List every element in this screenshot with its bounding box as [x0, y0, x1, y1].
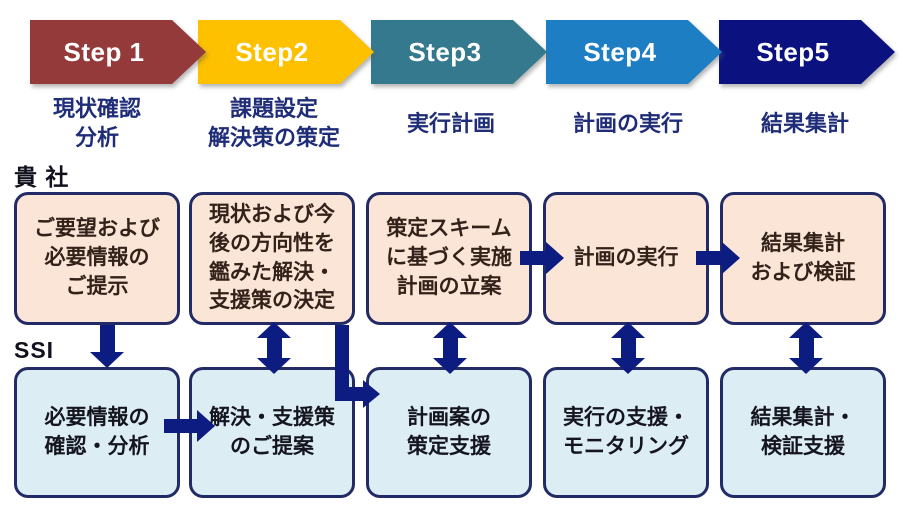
step-arrow-5-shape: Step5 — [719, 20, 895, 84]
right-arrow-company-3-4-head — [546, 242, 564, 274]
up-down-arrow-col5-shaft — [798, 338, 814, 358]
ssi-box-3: 計画案の 策定支援 — [366, 367, 532, 498]
up-down-arrow-col4 — [611, 322, 645, 374]
up-down-arrow-col2-uphead — [257, 322, 291, 338]
company-box-4: 計画の実行 — [543, 192, 709, 325]
step-arrow-2: Step2 — [198, 20, 374, 84]
up-down-arrow-col4-shaft — [620, 338, 636, 358]
right-arrow-company-3-4 — [520, 242, 564, 274]
up-down-arrow-col2-downhead — [257, 358, 291, 374]
up-down-arrow-col3 — [433, 322, 467, 374]
company-box-3: 策定スキーム に基づく実施 計画の立案 — [366, 192, 532, 325]
up-down-arrow-col4-downhead — [611, 358, 645, 374]
company-box-1: ご要望および 必要情報の ご提示 — [14, 192, 180, 325]
up-down-arrow-col2 — [257, 322, 291, 374]
up-down-arrow-col5 — [789, 322, 823, 374]
down-arrow-col1-shaft — [99, 325, 115, 352]
step-arrow-1-label: Step 1 — [63, 36, 145, 67]
right-arrow-company-4-5-head — [722, 242, 740, 274]
step-arrow-1-shape: Step 1 — [30, 20, 206, 84]
right-arrow-company-4-5-shaft — [696, 251, 722, 265]
up-down-arrow-col4-uphead — [611, 322, 645, 338]
company-box-5: 結果集計 および検証 — [720, 192, 886, 325]
step-3-sublabel: 実行計画 — [406, 110, 495, 136]
step-arrow-3-label: Step3 — [408, 36, 482, 67]
company-row-label: 貴 社 — [14, 164, 70, 190]
step-5-sublabel: 結果集計 — [760, 110, 849, 136]
right-arrow-ssi-1-2 — [164, 410, 215, 442]
elbow-arrow-horizontal-segment — [335, 387, 363, 401]
step-arrow-4-label: Step4 — [583, 36, 657, 67]
right-arrow-ssi-1-2-head — [197, 410, 215, 442]
up-down-arrow-col3-uphead — [433, 322, 467, 338]
down-arrow-col1 — [90, 325, 124, 368]
elbow-arrow-vertical-segment — [335, 325, 349, 401]
ssi-box-4: 実行の支援・ モニタリング — [543, 367, 709, 498]
step-4-sublabel: 計画の実行 — [572, 110, 683, 136]
step-arrow-2-shape: Step2 — [198, 20, 374, 84]
up-down-arrow-col3-shaft — [442, 338, 458, 358]
ssi-box-5: 結果集計・ 検証支援 — [720, 367, 886, 498]
down-arrow-col1-head — [90, 352, 124, 368]
elbow-arrow-head — [363, 380, 380, 408]
ssi-row-label: SSI — [14, 337, 55, 363]
up-down-arrow-col5-uphead — [789, 322, 823, 338]
company-box-2: 現状および今 後の方向性を 鑑みた解決・ 支援策の決定 — [189, 192, 355, 325]
up-down-arrow-col5-downhead — [789, 358, 823, 374]
right-arrow-ssi-1-2-shaft — [164, 419, 197, 433]
ssi-box-2: 解決・支援策 のご提案 — [189, 367, 355, 498]
step-arrow-1: Step 1 — [30, 20, 206, 84]
up-down-arrow-col2-shaft — [266, 338, 282, 358]
step-arrow-3-shape: Step3 — [371, 20, 547, 84]
step-arrow-5: Step5 — [719, 20, 895, 84]
step-arrow-5-label: Step5 — [756, 36, 830, 67]
step-arrow-4-shape: Step4 — [546, 20, 722, 84]
right-arrow-company-3-4-shaft — [520, 251, 546, 265]
step-arrow-2-label: Step2 — [235, 36, 309, 67]
step-1-sublabel: 現状確認 分析 — [52, 96, 141, 150]
step-arrow-3: Step3 — [371, 20, 547, 84]
right-arrow-company-4-5 — [696, 242, 740, 274]
step-2-sublabel: 課題設定 解決策の策定 — [207, 96, 340, 150]
ssi-box-1: 必要情報の 確認・分析 — [14, 367, 180, 498]
step-arrow-4: Step4 — [546, 20, 722, 84]
up-down-arrow-col3-downhead — [433, 358, 467, 374]
